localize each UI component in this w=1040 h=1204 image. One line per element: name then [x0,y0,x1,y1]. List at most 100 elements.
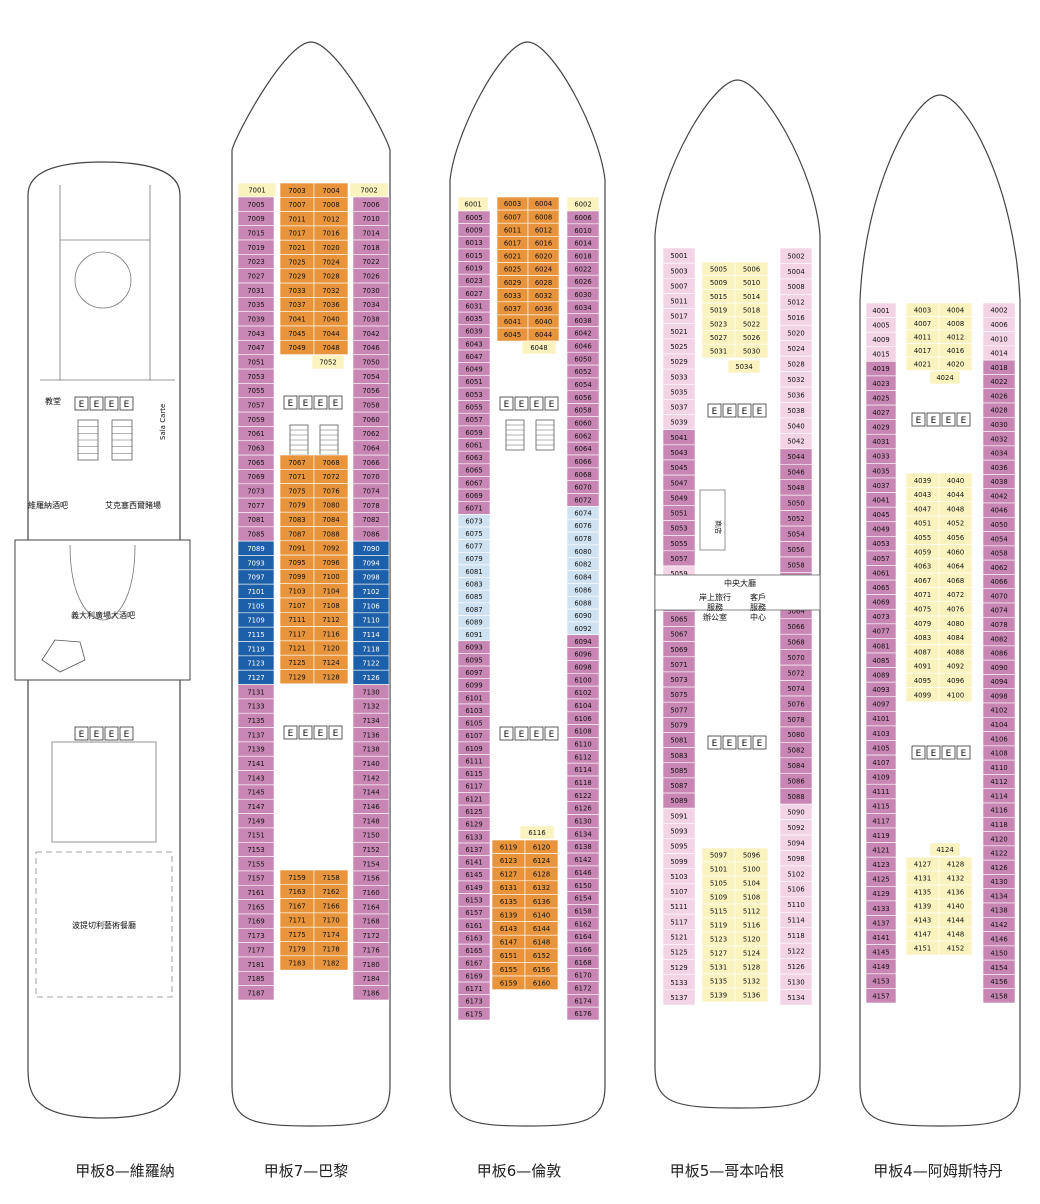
deck5-cabin-5124: 5124 [734,945,769,961]
deck6-cabin-6131-label: 6131 [500,884,517,892]
deck5-cabin-5095: 5095 [662,838,696,854]
deck5-cabin-5037-label: 5037 [670,404,687,412]
deck7-cabin-7182-box [313,955,349,971]
deck6-cabin-6167-label: 6167 [465,960,482,968]
deck6-cabin-6108-label: 6108 [574,728,591,736]
deck4-cabin-4021: 4021 [905,356,940,371]
deck6-cabin-6119: 6119 [491,839,526,854]
deck6-cabin-6054-label: 6054 [574,381,591,389]
deck6-cabin-6174: 6174 [566,994,600,1008]
deck5-cabin-5057: 5057 [662,550,696,567]
deck6-cabin-6145: 6145 [457,868,491,882]
deck4-cabin-4081: 4081 [865,638,897,654]
deck7-cabin-7040: 7040 [313,311,349,327]
deck4-cabin-4100: 4100 [938,687,973,703]
deck7-cabin-7092: 7092 [313,540,349,556]
deck4-cabin-4147-label: 4147 [914,931,931,939]
deck4-cabin-4142: 4142 [982,916,1016,932]
deck4-cabin-4080: 4080 [938,615,973,631]
deck6-cabin-6078-label: 6078 [574,535,591,543]
deck7-cabin-7038: 7038 [352,311,390,327]
deck4-cabin-4047-label: 4047 [914,505,931,513]
deck7-cabin-7172-label: 7172 [362,932,379,940]
deck7-cabin-7093-label: 7093 [247,559,264,567]
deck6-cabin-6132: 6132 [524,880,559,895]
deck6-cabin-6158-label: 6158 [574,907,591,915]
deck5-caption: 甲板5—哥本哈根 [669,1162,785,1180]
deck4-cabin-4062: 4062 [982,559,1016,575]
deck5-cabin-5052: 5052 [779,510,813,527]
deck6-cabin-6157-label: 6157 [465,909,482,917]
deck6-cabin-6060-label: 6060 [574,419,591,427]
deck6-cabin-6042-label: 6042 [574,330,591,338]
deck6-cabin-6031: 6031 [457,299,491,313]
deck5-cabin-5093: 5093 [662,823,696,839]
deck5-cabin-5029: 5029 [662,353,696,370]
deck7-cabin-7012-label: 7012 [322,215,339,223]
deck4-cabin-4003: 4003 [905,302,940,317]
deck7-cabin-7178-label: 7178 [322,945,339,953]
deck4-cabin-4150: 4150 [982,945,1016,961]
deck7-cabin-7140-label: 7140 [362,760,379,768]
deck7-fwd-elevator-label-3: E [318,399,324,409]
deck6-cabin-6097: 6097 [457,665,491,680]
deck6-cabin-6059: 6059 [457,425,491,439]
deck7-fwd-elevator-3 [313,395,328,410]
deck7-cabin-7049: 7049 [279,339,315,355]
deck4-cabin-4084-label: 4084 [947,634,964,642]
deck5-cabin-5114-label: 5114 [787,917,804,925]
deck7-cabin-7054: 7054 [352,368,390,384]
deck6-cabin-6053-label: 6053 [465,391,482,399]
deck5-cabin-5026-label: 5026 [743,334,760,342]
deck7-cabin-7187-box [237,985,275,1001]
deck6-cabin-6039-label: 6039 [465,328,482,336]
deck5-cabin-5099: 5099 [662,853,696,870]
deck8-upper-elevator-2 [89,396,104,411]
deck7-cabin-7155-label: 7155 [247,860,264,868]
deck4-cabin-4074: 4074 [982,602,1016,618]
deck7-cabin-7074-label: 7074 [362,488,379,496]
deck8-atrium-curve [69,544,136,621]
deck6-cabin-6010-label: 6010 [574,227,591,235]
deck5-cabin-5134: 5134 [779,989,813,1006]
deck7-cabin-7045-label: 7045 [288,330,305,338]
deck5-cabin-5014-label: 5014 [743,293,760,301]
deck7-cabin-7181: 7181 [237,956,275,972]
deck4-cabin-4047: 4047 [905,501,940,517]
deck5-cabin-5139-label: 5139 [710,992,727,1000]
deck4-cabin-4097-label: 4097 [872,701,889,709]
deck4-cabin-4061-label: 4061 [872,569,889,577]
deck6-aft-elevator-4 [544,726,559,741]
deck5-cabin-5132: 5132 [734,973,769,989]
deck7-cabin-7149-label: 7149 [247,817,264,825]
deck5-cabin-5021: 5021 [662,323,696,340]
deck7-cabin-7182-label: 7182 [322,960,339,968]
deck4-cabin-4052-label: 4052 [947,520,964,528]
deck4-cabin-4089: 4089 [865,667,897,683]
deck4-cabin-4023-label: 4023 [872,380,889,388]
deck5-cabin-5083-label: 5083 [670,752,687,760]
deck8-atrium-wing [14,539,191,681]
deck5-cabin-5054: 5054 [779,525,813,542]
deck4-cabin-4074-label: 4074 [990,607,1007,615]
deck7-cabin-7098: 7098 [352,569,390,585]
deck4-cabin-4075-label: 4075 [914,605,931,613]
deck4-cabin-4068: 4068 [938,572,973,588]
deck8-upper-elevator-3 [104,396,119,411]
deck6-cabin-6006: 6006 [566,210,600,225]
deck4-cabin-4058-label: 4058 [990,550,1007,558]
deck7-cabin-7166-label: 7166 [322,902,339,910]
deck6-cabin-6058-label: 6058 [574,407,591,415]
deck4-cabin-4039-label: 4039 [914,477,931,485]
deck4-cabin-4034: 4034 [982,445,1016,461]
deck4-cabin-4093: 4093 [865,681,897,698]
deck7-cabin-7069-label: 7069 [247,473,264,481]
deck6-cabin-6018: 6018 [566,249,600,263]
deck5-cabin-5011: 5011 [662,293,696,309]
deck5-cabin-5033-label: 5033 [670,373,687,381]
deck4-cabin-4128: 4128 [938,856,973,872]
deck7-cabin-7023-label: 7023 [247,258,264,266]
deck5-cabin-5132-label: 5132 [743,978,760,986]
deck7-cabin-7063: 7063 [237,440,275,456]
deck8-caption: 甲板8—維羅納 [75,1162,175,1180]
